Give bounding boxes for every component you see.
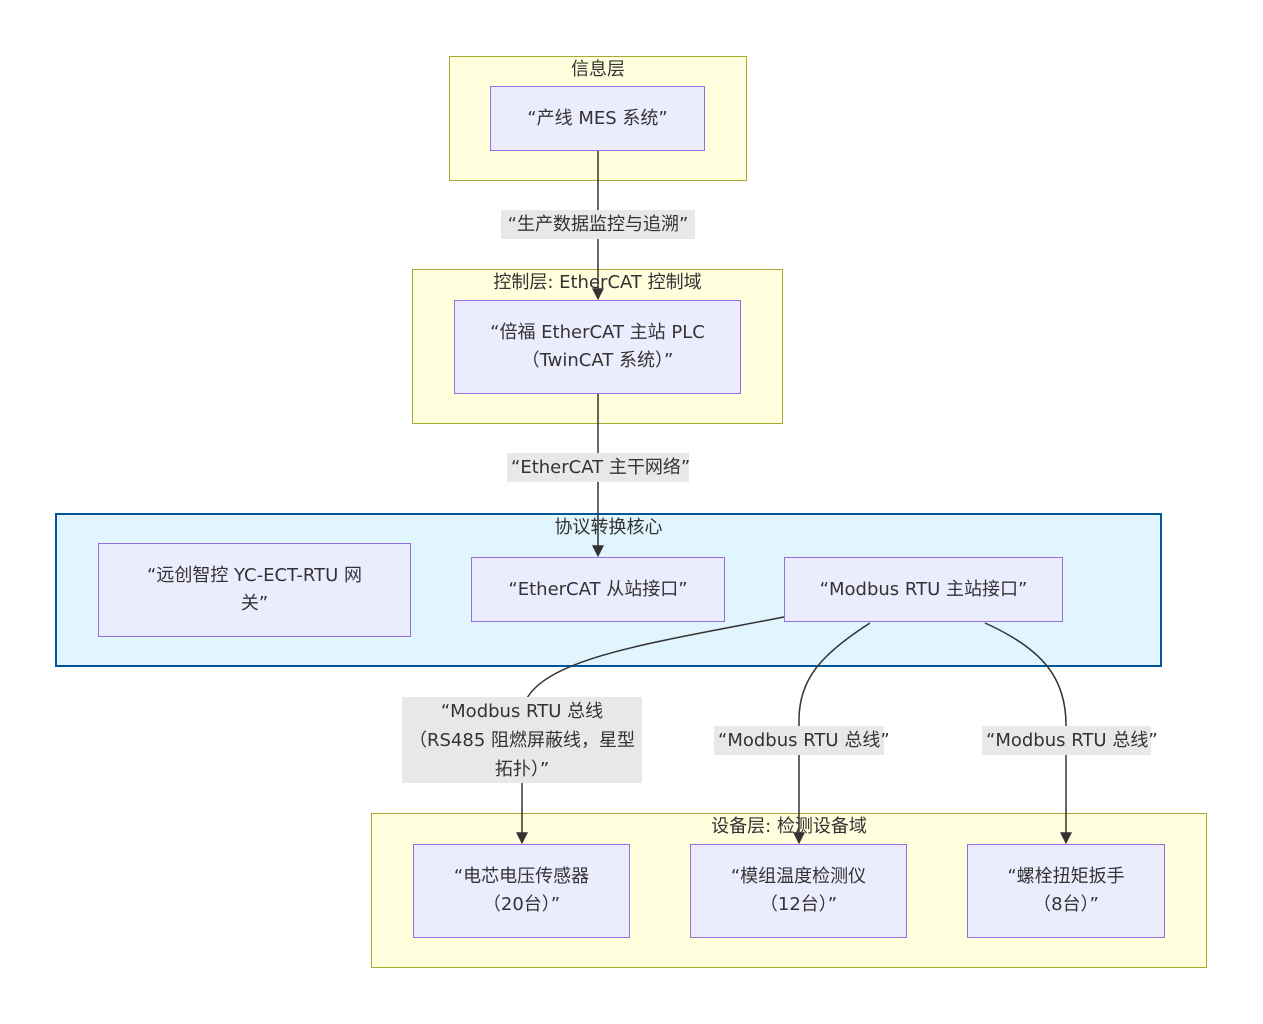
node-torque-wrench-line2: （8台）” [1033,894,1099,915]
node-plc-label-line2: （TwinCAT 系统）” [521,350,674,371]
node-temperature-detector[interactable]: “模组温度检测仪 （12台）” [690,844,907,938]
cluster-info-title: 信息层 [571,59,625,80]
node-beckhoff-plc[interactable]: “倍福 EtherCAT 主站 PLC （TwinCAT 系统）” [454,300,741,394]
node-mes-label: “产线 MES 系统” [527,107,668,129]
node-modbus-master-label: “Modbus RTU 主站接口” [819,578,1028,600]
edge-label-ethercat-backbone: “EtherCAT 主干网络” [507,453,690,482]
cluster-device-title: 设备层: 检测设备域 [711,816,867,837]
node-gateway-label-line2: 关” [240,593,269,614]
node-torque-wrench[interactable]: “螺栓扭矩扳手 （8台）” [967,844,1165,938]
node-torque-wrench-line1: “螺栓扭矩扳手 [1007,866,1125,887]
edge-label-mes-plc: “生产数据监控与追溯” [501,210,695,239]
edge-label-modbus-bus-sensor-line2: （RS485 阻燃屏蔽线，星型 [408,729,635,751]
node-temperature-detector-line2: （12台）” [759,894,838,915]
node-plc-label-line1: “倍福 EtherCAT 主站 PLC [490,322,705,343]
edge-label-modbus-bus-sensor-line3: 拓扑）” [494,758,550,780]
edge-label-modbus-bus-temp: “Modbus RTU 总线” [714,726,890,755]
edge-label-modbus-bus-sensor: “Modbus RTU 总线 （RS485 阻燃屏蔽线，星型 拓扑）” [402,697,642,783]
node-gateway[interactable]: “远创智控 YC-ECT-RTU 网 关” [98,543,411,637]
node-ethercat-slave[interactable]: “EtherCAT 从站接口” [471,557,725,622]
edge-label-modbus-bus-wrench: “Modbus RTU 总线” [982,726,1158,755]
edge-label-modbus-bus-sensor-line1: “Modbus RTU 总线 [440,700,604,722]
node-mes-system[interactable]: “产线 MES 系统” [490,86,705,151]
node-modbus-master[interactable]: “Modbus RTU 主站接口” [784,557,1063,622]
node-voltage-sensor-line1: “电芯电压传感器 [453,866,590,887]
node-temperature-detector-line1: “模组温度检测仪 [730,866,867,887]
node-gateway-label-line1: “远创智控 YC-ECT-RTU 网 [147,565,362,586]
node-ethercat-slave-label: “EtherCAT 从站接口” [508,578,688,600]
node-voltage-sensor-line2: （20台）” [482,894,561,915]
node-voltage-sensor[interactable]: “电芯电压传感器 （20台）” [413,844,630,938]
cluster-control-title: 控制层: EtherCAT 控制域 [493,272,702,293]
cluster-protocol-title: 协议转换核心 [554,517,663,538]
